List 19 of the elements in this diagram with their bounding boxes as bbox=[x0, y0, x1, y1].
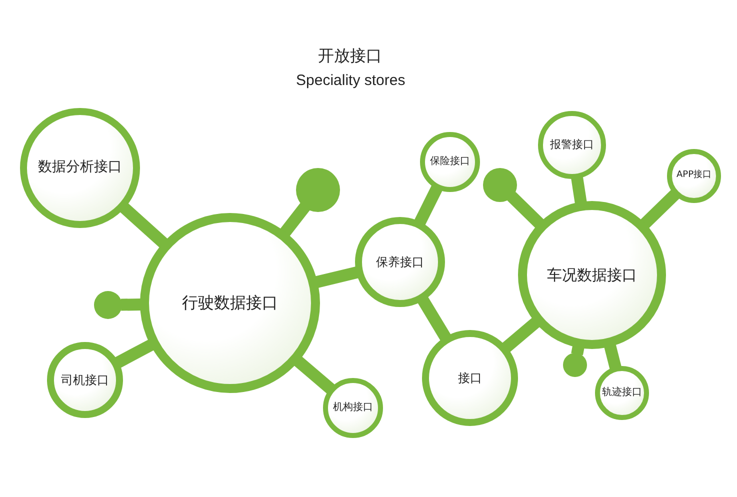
connector bbox=[502, 318, 540, 352]
node-label: 保养接口 bbox=[376, 254, 424, 270]
node-label: 行驶数据接口 bbox=[182, 293, 278, 313]
connector bbox=[120, 298, 142, 311]
node-label: 接口 bbox=[458, 370, 482, 386]
node-label: 车况数据接口 bbox=[547, 266, 637, 284]
connector bbox=[418, 296, 451, 341]
node-label: 机构接口 bbox=[333, 402, 373, 414]
node-label: 保险接口 bbox=[430, 156, 470, 168]
connector bbox=[120, 203, 168, 248]
node-label: 数据分析接口 bbox=[38, 159, 122, 177]
node-label: 报警接口 bbox=[550, 138, 594, 152]
node-label: 轨迹接口 bbox=[602, 386, 642, 400]
node-label: 司机接口 bbox=[61, 372, 109, 388]
connector bbox=[571, 176, 587, 204]
node-label: APP接口 bbox=[676, 170, 712, 182]
subtitle: Speciality stores bbox=[296, 71, 406, 91]
connector bbox=[640, 190, 680, 228]
title: 开放接口 bbox=[318, 45, 382, 67]
